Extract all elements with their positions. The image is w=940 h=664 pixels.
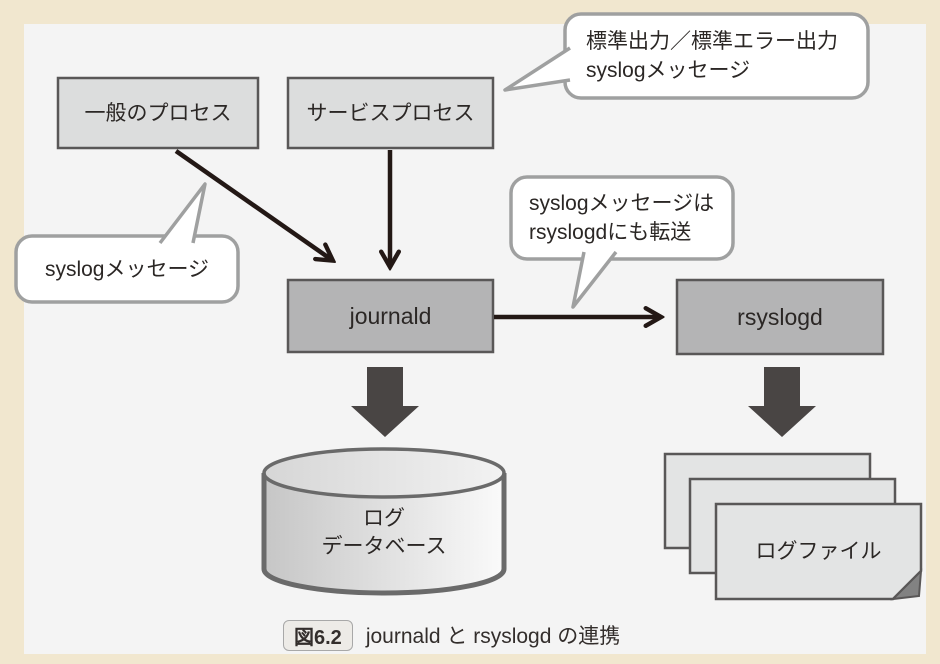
log-database-cylinder-body — [261, 473, 507, 596]
forward-callout-text: syslogメッセージは rsyslogdにも転送 — [529, 189, 729, 247]
journald-to-database-block-arrow — [351, 367, 419, 437]
rsyslogd-to-logfile-block-arrow — [748, 367, 816, 437]
forward-callout-line1: syslogメッセージは — [529, 192, 715, 215]
general-to-journald-arrow — [174, 149, 332, 260]
journald-box — [286, 278, 495, 354]
stdout-callout-text: 標準出力／標準エラー出力 syslogメッセージ — [586, 27, 866, 85]
general-process-label: 一般のプロセス — [84, 101, 232, 125]
log-database-line1: ログ — [363, 507, 405, 530]
stdout-callout-line2: syslogメッセージ — [586, 59, 751, 82]
log-file-label: ログファイル — [755, 540, 882, 563]
service-process-box — [286, 76, 495, 150]
log-database-label: ログ データベース — [264, 505, 504, 561]
general-process-box — [56, 76, 260, 150]
service-process-label: サービスプロセス — [306, 101, 475, 125]
syslog-message-callout-tail — [158, 182, 207, 245]
forward-callout-tail — [571, 250, 618, 309]
forward-callout-line2: rsyslogdにも転送 — [529, 221, 692, 244]
figure-number-badge: 図6.2 — [283, 619, 353, 651]
figure-caption: 図6.2 journald と rsyslogd の連携 — [283, 618, 620, 652]
log-database-line2: データベース — [321, 535, 447, 558]
syslog-message-callout-text: syslogメッセージ — [44, 257, 210, 281]
log-file-fold-corner — [890, 568, 923, 601]
rsyslogd-box — [675, 278, 885, 356]
figure-caption-text: journald と rsyslogd の連携 — [365, 625, 621, 648]
rsyslogd-label: rsyslogd — [737, 303, 823, 330]
log-database-cylinder-top — [262, 447, 506, 499]
syslog-message-callout-bubble — [14, 234, 240, 304]
stdout-callout-line1: 標準出力／標準エラー出力 — [586, 30, 838, 53]
journald-label: journald — [349, 302, 432, 329]
forward-callout-bubble — [509, 175, 735, 261]
stdout-callout-tail — [503, 46, 571, 92]
